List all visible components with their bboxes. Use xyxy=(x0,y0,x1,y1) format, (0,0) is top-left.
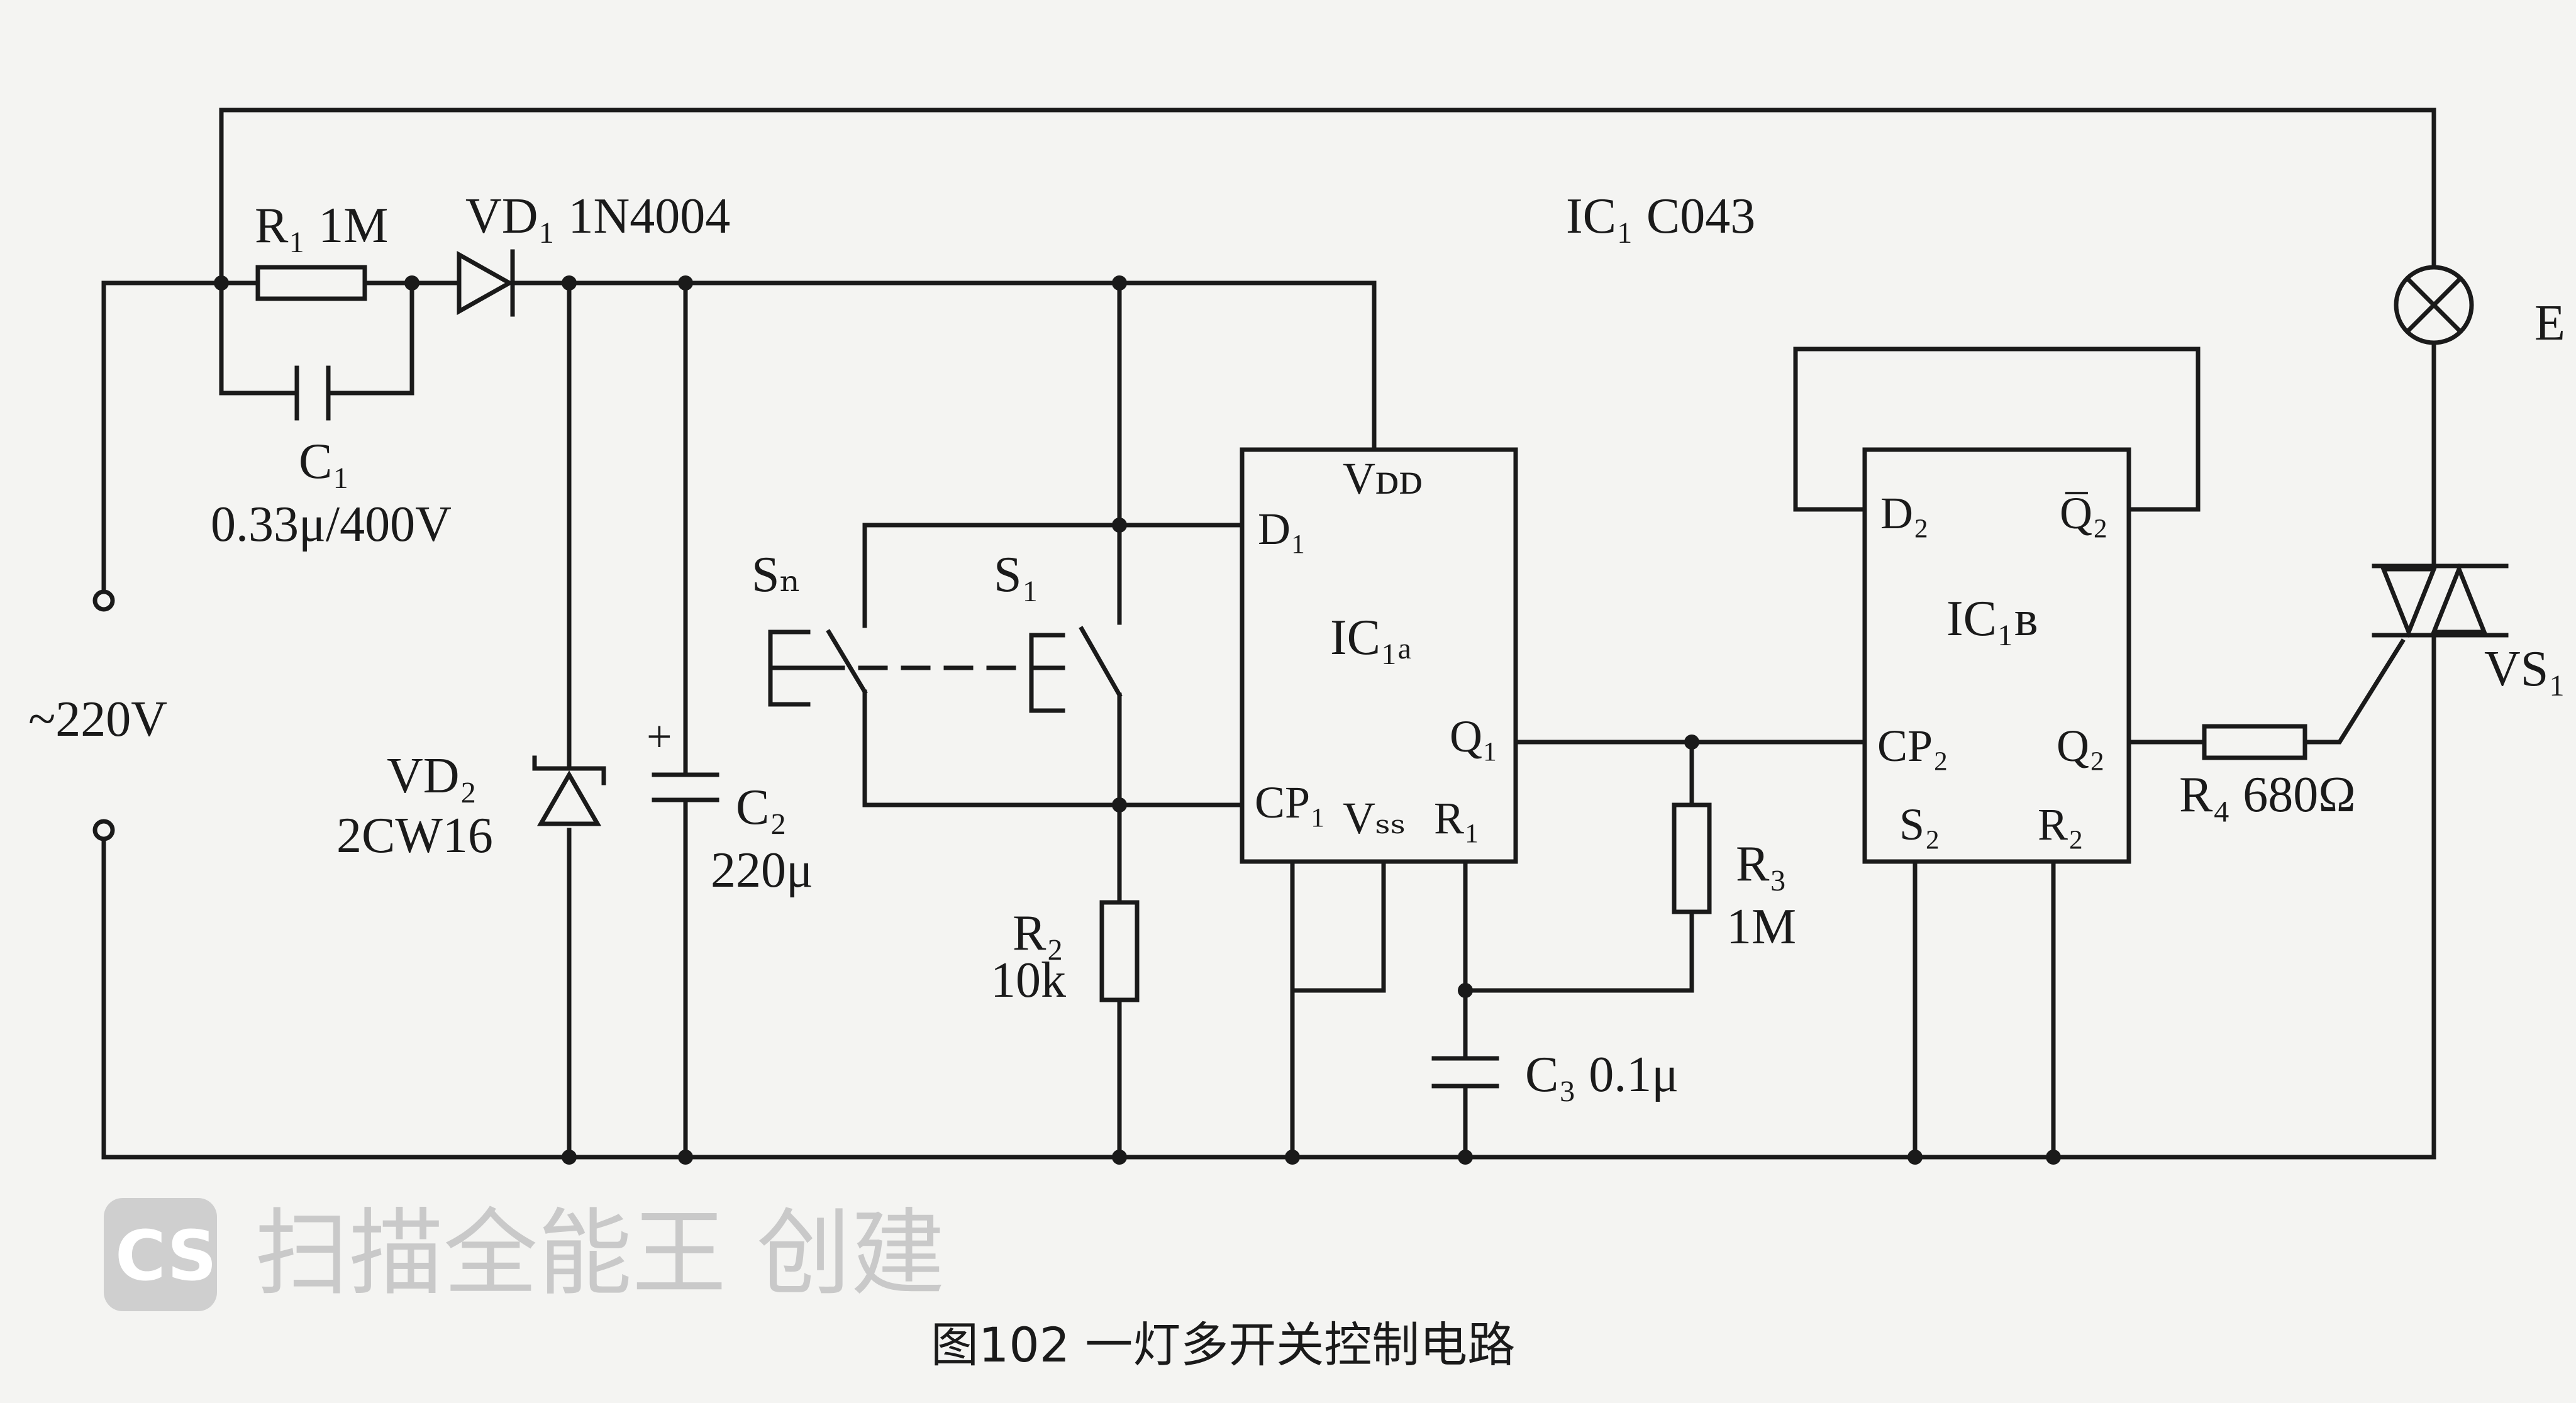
label-c2-name: C₂ xyxy=(736,780,787,835)
label-supply: ~220V xyxy=(28,692,167,747)
ic1a-cp1: CP₁ xyxy=(1255,777,1326,828)
label-vd2-value: 2CW16 xyxy=(336,808,493,863)
label-c1-value: 0.33μ/400V xyxy=(211,497,452,552)
ic1b-d2: D₂ xyxy=(1880,488,1929,538)
resistor-r2 xyxy=(1099,900,1140,1002)
junction-dots xyxy=(214,275,2061,1165)
switch-s1 xyxy=(1029,626,1123,713)
ic1b-s2: S₂ xyxy=(1899,799,1940,850)
svg-text:+: + xyxy=(647,711,672,762)
label-vd2-name: VD₂ xyxy=(387,748,477,804)
ic1a-vdd: Vᴅᴅ xyxy=(1343,453,1423,504)
capacitor-c1 xyxy=(287,365,339,421)
label-r4: R₄ 680Ω xyxy=(2179,767,2356,823)
label-c1-name: C₁ xyxy=(299,434,350,489)
label-s1: S₁ xyxy=(994,547,1039,602)
watermark: CS 扫描全能王 创建 xyxy=(104,1198,945,1311)
terminal-bottom xyxy=(92,819,115,841)
label-r1: R₁ 1M xyxy=(255,198,388,253)
lamp-icon xyxy=(2394,265,2474,345)
ic1a-q1: Q₁ xyxy=(1450,711,1498,762)
triac-icon xyxy=(2372,563,2509,638)
ic1a-r1: R₁ xyxy=(1434,793,1480,843)
label-vs1: VS₁ xyxy=(2484,641,2566,697)
figure-caption: 图102 一灯多开关控制电路 xyxy=(931,1317,1515,1373)
ic1b-q2: Q₂ xyxy=(2057,721,2105,771)
label-vd1: VD₁ 1N4004 xyxy=(465,189,730,244)
ic1b-box xyxy=(1862,447,2131,864)
diode-vd1 xyxy=(450,249,543,317)
ic1b-q2bar: Q̅₂ xyxy=(2060,488,2108,538)
label-c3: C₃ 0.1μ xyxy=(1525,1047,1679,1102)
switch-sn xyxy=(768,629,868,707)
ic1a-name: IC₁ₐ xyxy=(1330,610,1412,665)
capacitor-c3 xyxy=(1431,1056,1499,1089)
label-r3-name: R₃ xyxy=(1736,836,1787,892)
watermark-logo xyxy=(104,1198,217,1311)
label-sn: Sₙ xyxy=(752,547,801,602)
terminal-top xyxy=(92,589,115,612)
label-c2-value: 220μ xyxy=(711,843,813,898)
label-r2-name: R₂ xyxy=(1013,906,1063,961)
resistor-r1 xyxy=(255,265,367,301)
ic1b-cp2: CP₂ xyxy=(1877,721,1948,771)
label-ic1: IC₁ C043 xyxy=(1566,189,1755,244)
label-lamp: E xyxy=(2534,296,2565,351)
zener-vd2 xyxy=(532,755,606,826)
ic1b-name: IC₁ʙ xyxy=(1946,591,2038,646)
label-r3-value: 1M xyxy=(1726,899,1796,955)
resistor-r4 xyxy=(2202,724,2307,760)
ic1a-vss: Vₛₛ xyxy=(1343,793,1406,843)
watermark-logo-text: CS xyxy=(115,1216,217,1296)
wires xyxy=(101,108,2436,1160)
capacitor-c2: + xyxy=(647,711,719,802)
watermark-text: 扫描全能王 创建 xyxy=(255,1199,945,1309)
ic1a-box xyxy=(1240,447,1518,864)
ic1a-d1: D₁ xyxy=(1258,504,1306,554)
resistor-r3 xyxy=(1672,802,1712,914)
label-r2-value: 10k xyxy=(991,953,1066,1008)
ic1b-r2: R₂ xyxy=(2038,799,2084,850)
